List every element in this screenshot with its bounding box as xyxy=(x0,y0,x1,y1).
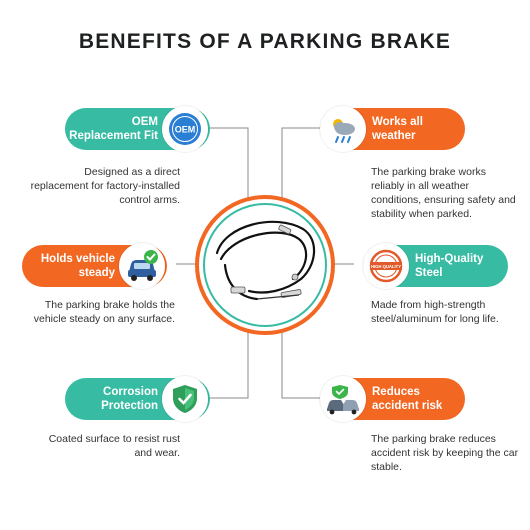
shield-check-icon xyxy=(162,376,208,422)
benefit-accident-label: Reduces accident risk xyxy=(372,386,443,412)
benefit-corrosion-label: Corrosion Protection xyxy=(101,386,158,412)
car-crash-icon xyxy=(320,376,366,422)
benefit-weather-description: The parking brake works reliably in all … xyxy=(371,166,516,220)
quality-stamp-text: HIGH QUALITY xyxy=(371,264,401,269)
benefit-holds-steady-description: The parking brake holds the vehicle stea… xyxy=(33,299,175,325)
benefit-holds-steady-label: Holds vehicle steady xyxy=(40,253,115,279)
oem-seal-text: OEM xyxy=(175,125,196,135)
benefit-oem-fit-description: Designed as a direct replacement for fac… xyxy=(30,166,180,206)
oem-seal-icon: OEM xyxy=(162,106,208,152)
weather-icon xyxy=(320,106,366,152)
benefit-accident-description: The parking brake reduces accident risk … xyxy=(371,433,519,473)
parking-brake-cable-icon xyxy=(195,195,335,335)
car-check-icon xyxy=(119,243,165,289)
benefit-oem-fit-label: OEM Replacement Fit xyxy=(69,116,158,142)
benefit-steel-label: High-Quality Steel xyxy=(415,253,484,279)
benefit-corrosion-description: Coated surface to resist rust and wear. xyxy=(48,433,180,459)
page-title: BENEFITS OF A PARKING BRAKE xyxy=(78,30,452,53)
quality-stamp-icon: HIGH QUALITY xyxy=(363,243,409,289)
benefit-weather-label: Works all weather xyxy=(372,116,423,142)
benefit-steel-description: Made from high-strength steel/aluminum f… xyxy=(371,299,499,325)
